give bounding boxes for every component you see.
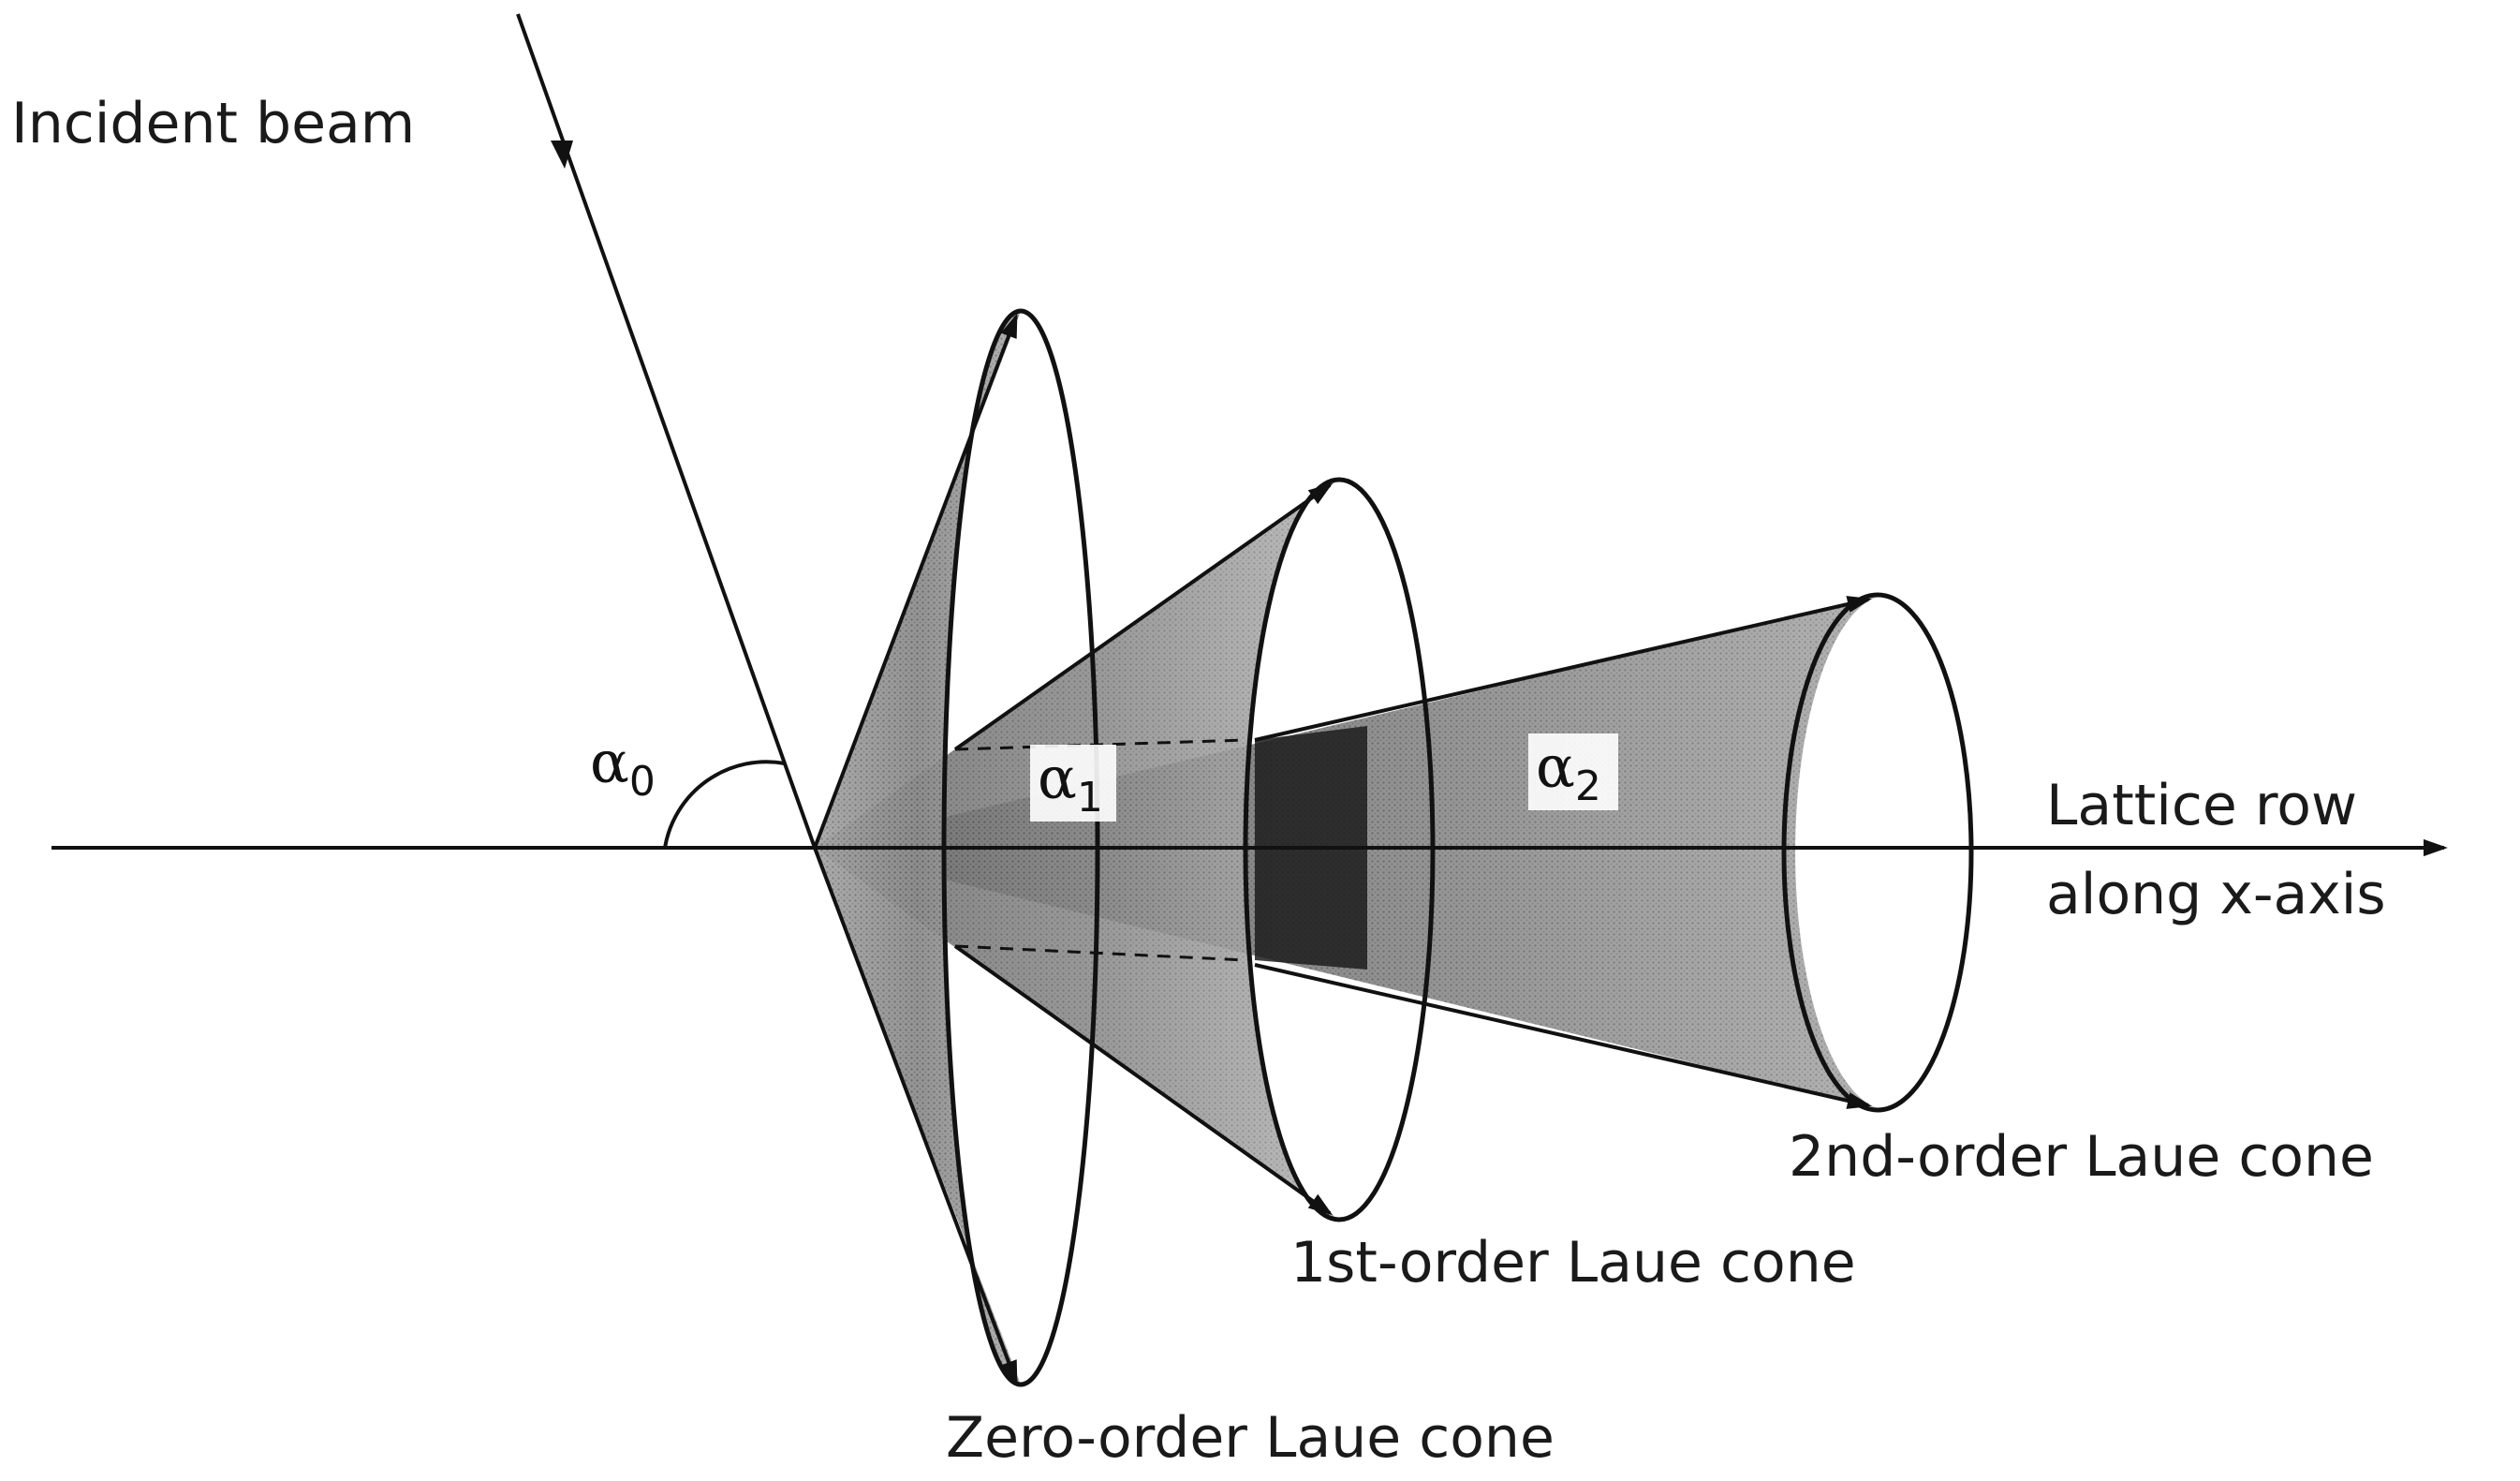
incident-beam-arrowhead xyxy=(551,141,573,169)
alpha1-label: α1 xyxy=(1038,744,1103,822)
zero-order-upper-ray xyxy=(813,313,1018,849)
zero-order-cone-label: Zero-order Laue cone xyxy=(946,1405,1555,1471)
alpha0-label: α0 xyxy=(590,728,656,806)
first-order-upper-ray xyxy=(953,482,1334,751)
first-order-cone-label: 1st-order Laue cone xyxy=(1290,1230,1856,1296)
second-order-cone-label: 2nd-order Laue cone xyxy=(1789,1124,2374,1190)
lattice-row-label-line2: along x-axis xyxy=(2046,862,2386,927)
incident-beam-label: Incident beam xyxy=(11,91,415,156)
lattice-row-label-line1: Lattice row xyxy=(2046,773,2357,838)
alpha2-label: α2 xyxy=(1536,733,1601,810)
first-order-lower-ray xyxy=(953,944,1334,1216)
alpha0-angle-arc xyxy=(663,760,786,849)
second-order-upper-ray xyxy=(1254,596,1872,742)
incident-beam-line xyxy=(516,13,817,849)
zero-order-lower-ray xyxy=(813,847,1018,1385)
second-order-cone-rim xyxy=(1781,592,1974,1113)
second-order-lower-ray xyxy=(1254,963,1872,1109)
